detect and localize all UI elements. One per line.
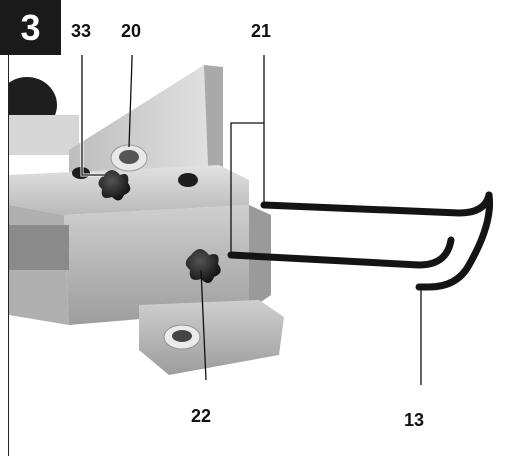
base-foot (139, 300, 284, 375)
figure-number-badge: 3 (0, 0, 61, 55)
callout-22: 22 (191, 406, 212, 426)
base-recess (9, 225, 69, 270)
figure-left-border (8, 55, 9, 456)
tool-illustration (9, 55, 494, 385)
support-bracket-13 (415, 191, 494, 291)
tool-photo (9, 55, 506, 400)
bolt-right (178, 173, 198, 187)
callout-33: 33 (71, 21, 92, 41)
foot-mount-hole (172, 330, 192, 342)
clamp-knob-33 (98, 170, 131, 201)
callout-20: 20 (121, 21, 142, 41)
fence-edge (204, 65, 223, 190)
leader-lines (80, 55, 422, 385)
clamp-knob-22 (185, 249, 221, 284)
fence-plate (69, 65, 223, 195)
saw-table-edge (9, 115, 79, 155)
callout-21: 21 (251, 21, 272, 41)
lock-hole (119, 150, 139, 164)
callout-13: 13 (404, 410, 425, 430)
